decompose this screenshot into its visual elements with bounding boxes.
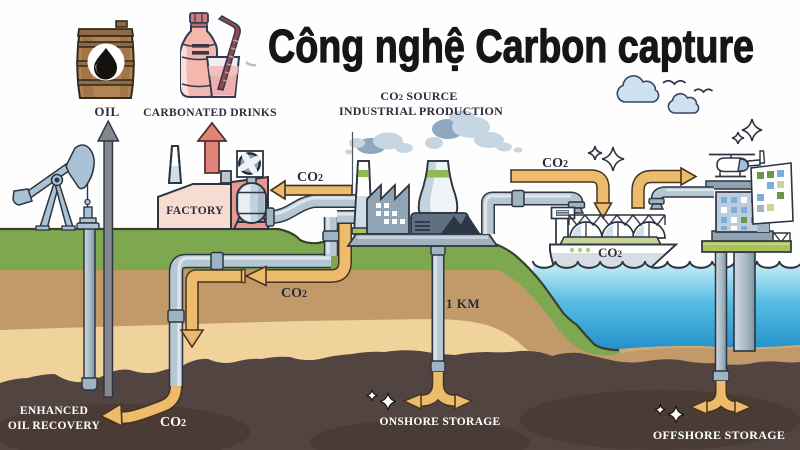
svg-text:1 KM: 1 KM <box>446 296 480 311</box>
svg-text:OIL: OIL <box>94 104 119 119</box>
svg-text:OIL RECOVERY: OIL RECOVERY <box>8 420 101 432</box>
svg-text:CARBONATED DRINKS: CARBONATED DRINKS <box>143 107 277 119</box>
svg-text:CO2: CO2 <box>297 170 323 185</box>
svg-text:Công nghệ Carbon capture: Công nghệ Carbon capture <box>268 20 754 72</box>
svg-text:CO2: CO2 <box>598 245 623 260</box>
svg-text:CO2: CO2 <box>281 286 307 301</box>
svg-text:CO2: CO2 <box>160 415 186 430</box>
svg-text:ENHANCED: ENHANCED <box>20 405 88 417</box>
svg-text:OFFSHORE STORAGE: OFFSHORE STORAGE <box>653 428 785 442</box>
svg-text:FACTORY: FACTORY <box>166 205 224 217</box>
svg-text:ONSHORE STORAGE: ONSHORE STORAGE <box>380 416 501 428</box>
svg-text:INDUSTRIAL PRODUCTION: INDUSTRIAL PRODUCTION <box>339 104 503 118</box>
svg-text:CO2: CO2 <box>542 156 568 171</box>
svg-text:CO2 SOURCE: CO2 SOURCE <box>380 89 457 103</box>
